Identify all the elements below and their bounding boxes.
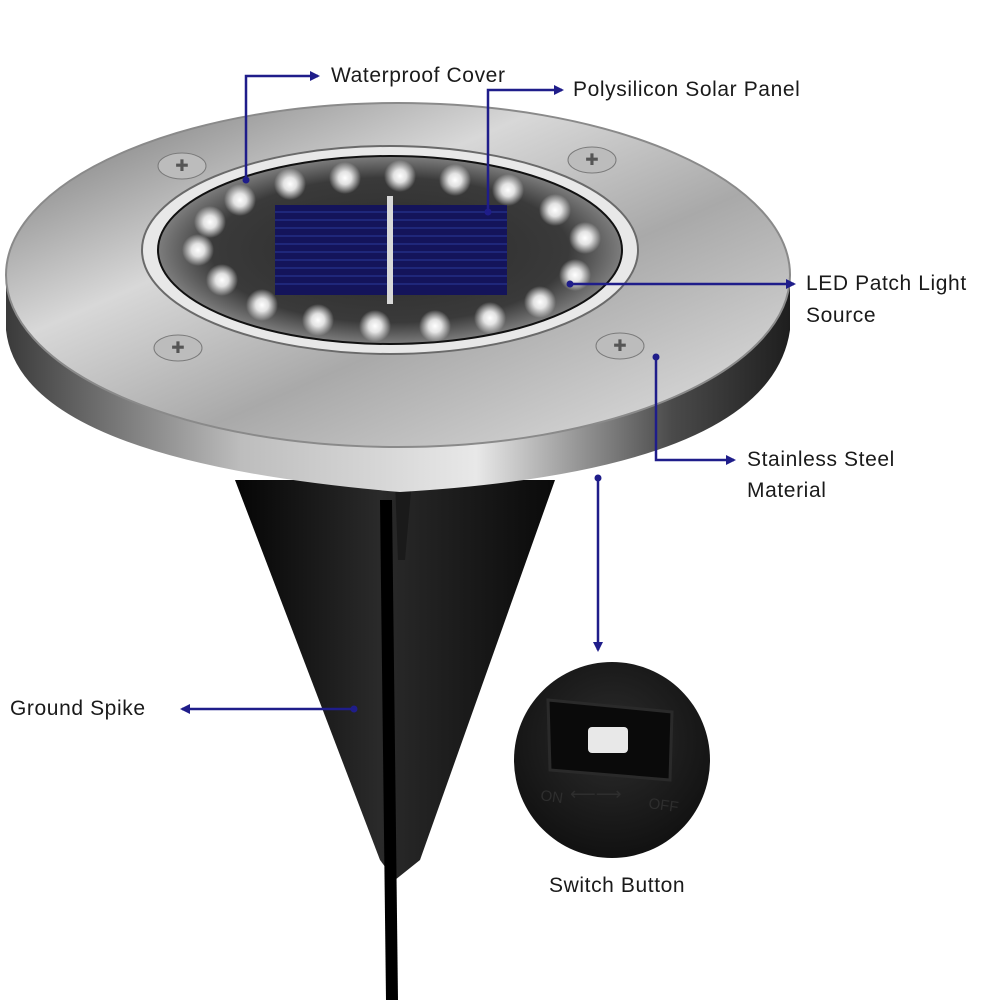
callout-solar-panel: [484, 85, 564, 216]
switch-detail: ON ⟵⟶ OFF: [514, 662, 710, 858]
label-waterproof-cover: Waterproof Cover: [331, 64, 506, 87]
screw-icon: ✚ ✚ ✚ ✚: [153, 146, 645, 362]
label-stainless-steel-line1: Stainless Steel: [747, 448, 895, 471]
svg-text:✚: ✚: [175, 158, 188, 175]
svg-text:✚: ✚: [613, 338, 626, 355]
solar-panel: [275, 196, 507, 304]
switch-on-label: ON: [539, 787, 564, 807]
led-ring: [182, 160, 601, 342]
label-ground-spike: Ground Spike: [10, 697, 146, 720]
svg-text:✚: ✚: [585, 152, 598, 169]
label-solar-panel: Polysilicon Solar Panel: [573, 78, 801, 101]
ground-spike: [235, 480, 555, 1000]
callout-ground-spike: [180, 704, 358, 714]
label-led-line1: LED Patch Light: [806, 272, 967, 295]
label-stainless-steel-line2: Material: [747, 479, 827, 502]
callout-arrows: [180, 71, 796, 714]
switch-toggle[interactable]: [588, 727, 628, 753]
svg-text:✚: ✚: [171, 340, 184, 357]
callout-led: [566, 279, 796, 289]
switch-direction-arrow-icon: ⟵⟶: [570, 784, 622, 804]
switch-off-label: OFF: [647, 795, 679, 816]
label-led-line2: Source: [806, 304, 877, 327]
callout-switch: [593, 474, 603, 652]
callout-waterproof-cover: [242, 71, 320, 184]
callout-stainless-steel: [652, 353, 736, 465]
label-switch-button: Switch Button: [549, 874, 686, 897]
